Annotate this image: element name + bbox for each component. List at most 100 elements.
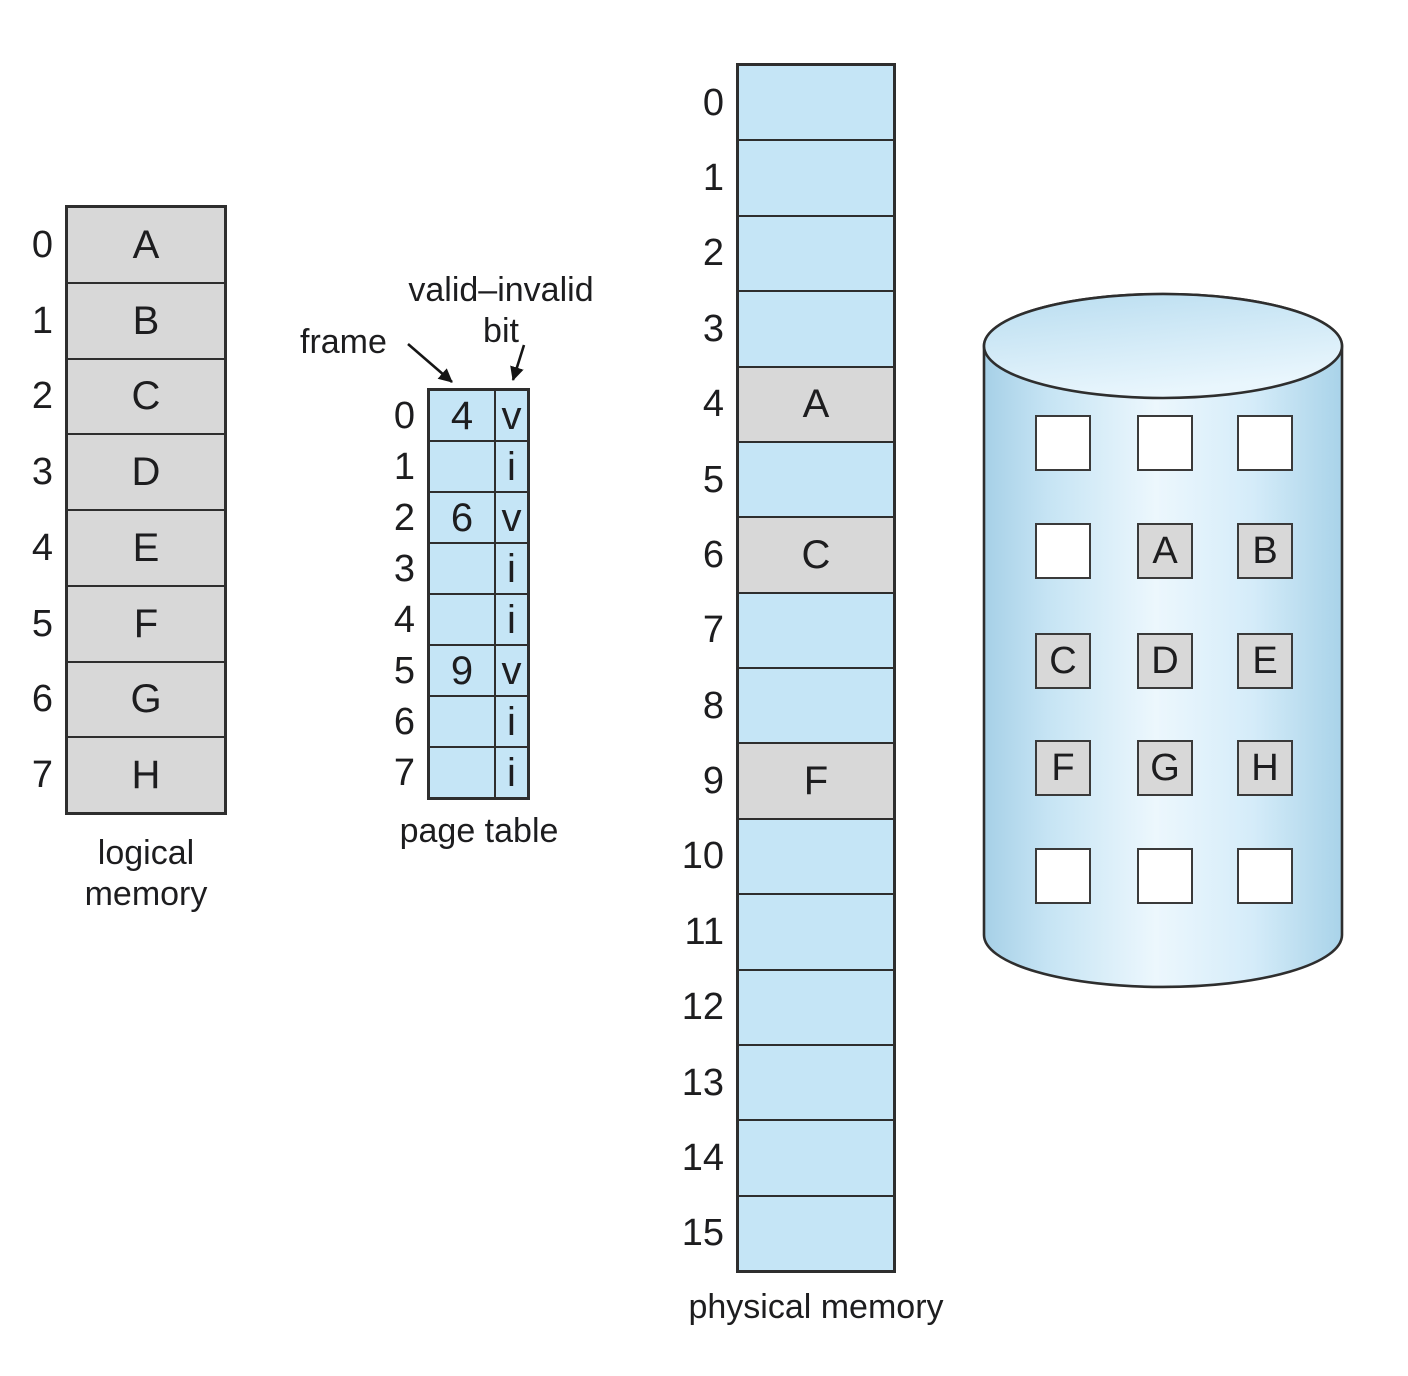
disk-block — [1237, 415, 1293, 471]
disk-block — [1035, 848, 1091, 904]
frame-row: 2 — [703, 216, 893, 293]
frame-row: 9 F — [703, 744, 893, 820]
page-table-row: 2 6 v — [394, 493, 527, 544]
row-index: 1 — [31, 299, 53, 342]
row-index: 13 — [681, 1061, 724, 1104]
disk-block: F — [1035, 740, 1091, 796]
frame-row: 6 C — [703, 518, 893, 594]
disk-block: A — [1137, 523, 1193, 579]
disk-block: B — [1237, 523, 1293, 579]
logical-memory-row: 4 E — [32, 511, 224, 587]
frame-row: 3 — [703, 292, 893, 368]
frame-letter: A — [802, 382, 830, 427]
valid-bit-cell: i — [507, 444, 516, 489]
disk-block: C — [1035, 633, 1091, 689]
logical-memory-row: 2 C — [32, 359, 224, 436]
page-table-row: 4 i — [394, 595, 527, 646]
row-index: 11 — [684, 910, 724, 953]
frame-cell — [430, 442, 496, 491]
page-table-row: 6 i — [394, 697, 527, 748]
disk-block: G — [1137, 740, 1193, 796]
row-index: 7 — [702, 609, 724, 652]
disk-block: D — [1137, 633, 1193, 689]
row-index: 12 — [681, 986, 724, 1029]
frame-row: 15 — [682, 1196, 893, 1270]
page-table-row: 3 i — [394, 544, 527, 595]
page-letter: E — [132, 525, 160, 570]
disk-block — [1137, 415, 1193, 471]
frame-row: 12 — [682, 970, 893, 1046]
frame-cell: 4 — [430, 391, 496, 440]
page-table-label: page table — [399, 812, 559, 850]
row-index: 5 — [702, 458, 724, 501]
row-index: 10 — [681, 835, 724, 878]
row-index: 4 — [31, 526, 53, 569]
frame-row: 8 — [703, 669, 893, 745]
page-table-row: 5 9 v — [394, 646, 527, 697]
page-table: 0 4 v 1 i 2 6 v 3 i 4 i 5 9 v — [394, 388, 530, 800]
frame-cell — [430, 544, 496, 593]
valid-bit-cell: i — [507, 750, 516, 795]
row-index: 7 — [31, 754, 53, 797]
row-index: 6 — [702, 533, 724, 576]
disk-block — [1035, 415, 1091, 471]
page-letter: H — [131, 753, 161, 798]
page-letter: B — [132, 298, 160, 343]
row-index: 2 — [31, 375, 53, 418]
frame-cell: 9 — [430, 646, 496, 695]
disk-block — [1035, 523, 1091, 579]
valid-bit-cell: v — [501, 648, 522, 693]
frame-cell: 6 — [430, 493, 496, 542]
row-index: 0 — [702, 81, 724, 124]
disk-block — [1237, 848, 1293, 904]
frame-row: 11 — [685, 895, 893, 971]
frame-cell — [430, 595, 496, 644]
frame-row: 13 — [682, 1045, 893, 1122]
page-table-row: 7 i — [394, 748, 527, 797]
frame-row: 1 — [703, 141, 893, 217]
frame-row: 10 — [682, 819, 893, 896]
frame-row: 4 A — [703, 367, 893, 443]
frame-row: 14 — [682, 1121, 893, 1197]
row-index: 3 — [31, 451, 53, 494]
page-letter: C — [131, 374, 161, 419]
logical-memory-table: 0 A 1 B 2 C 3 D 4 E 5 F 6 G 7 H — [32, 205, 227, 815]
frame-row: 7 — [703, 593, 893, 669]
physical-memory-label: physical memory — [688, 1288, 944, 1326]
row-index: 15 — [681, 1212, 724, 1255]
page-letter: F — [133, 601, 159, 646]
valid-bit-cell: v — [501, 393, 522, 438]
row-index: 9 — [702, 760, 724, 803]
page-letter: D — [131, 450, 161, 495]
page-letter: A — [132, 222, 160, 267]
row-index: 14 — [681, 1136, 724, 1179]
row-index: 5 — [31, 602, 53, 645]
frame-label: frame — [300, 323, 387, 361]
frame-row: 0 — [703, 66, 893, 142]
frame-row: 5 — [703, 442, 893, 519]
row-index: 1 — [702, 157, 724, 200]
row-index: 1 — [393, 445, 415, 488]
row-index: 0 — [31, 223, 53, 266]
row-index: 0 — [393, 394, 415, 437]
row-index: 7 — [393, 751, 415, 794]
page-table-row: 1 i — [394, 442, 527, 493]
valid-bit-cell: i — [507, 699, 516, 744]
frame-cell — [430, 697, 496, 746]
backing-store: A B C D E F G H — [982, 291, 1344, 993]
row-index: 2 — [393, 496, 415, 539]
logical-memory-row: 1 B — [32, 283, 224, 360]
frame-cell — [430, 748, 496, 797]
row-index: 4 — [702, 383, 724, 426]
row-index: 8 — [702, 684, 724, 727]
logical-memory-row: 7 H — [32, 738, 224, 812]
row-index: 4 — [393, 598, 415, 641]
row-index: 6 — [393, 700, 415, 743]
row-index: 3 — [702, 307, 724, 350]
disk-block — [1137, 848, 1193, 904]
valid-bit-cell: i — [507, 597, 516, 642]
frame-letter: F — [803, 759, 829, 804]
row-index: 2 — [702, 232, 724, 275]
page-table-row: 0 4 v — [394, 391, 527, 442]
